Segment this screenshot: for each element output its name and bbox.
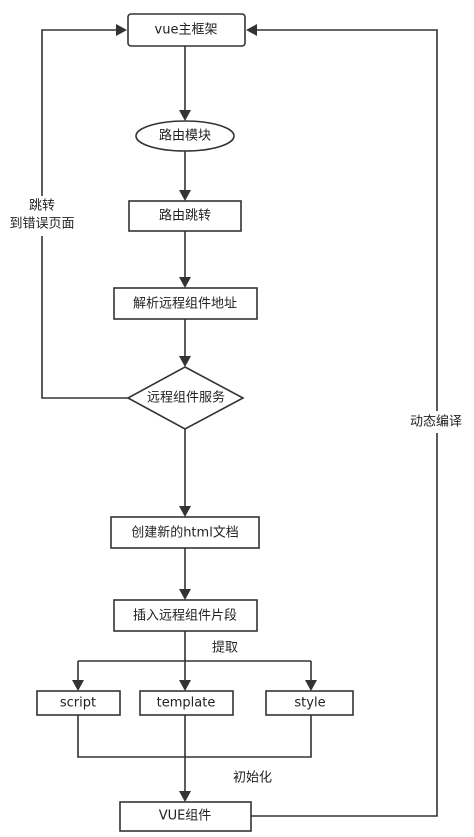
node-style: style — [265, 690, 354, 716]
node-insert-fragment-label: 插入远程组件片段 — [133, 609, 237, 624]
label-error-jump-line1: 跳转 — [29, 199, 55, 214]
node-script-label: script — [60, 696, 96, 711]
arrowhead-error-jump — [116, 24, 127, 36]
arrowhead-parse-address — [179, 277, 191, 288]
arrowhead-script — [72, 680, 84, 691]
node-create-html-label: 创建新的html文档 — [131, 525, 239, 541]
label-initialize: 初始化 — [233, 771, 272, 786]
edge-labels: 跳转 到错误页面 动态编译 提取 初始化 — [4, 196, 470, 786]
node-router-module: 路由模块 — [135, 120, 235, 152]
node-vue-frame-label: vue主框架 — [155, 23, 218, 38]
node-create-html: 创建新的html文档 — [110, 516, 260, 549]
node-router-jump: 路由跳转 — [128, 200, 242, 232]
node-parse-address: 解析远程组件地址 — [113, 287, 258, 320]
arrowhead-style — [305, 680, 317, 691]
node-template-label: template — [157, 696, 216, 711]
node-router-jump-label: 路由跳转 — [159, 208, 211, 224]
arrowhead-create-html — [179, 506, 191, 517]
node-template: template — [139, 690, 234, 716]
node-vue-component: VUE组件 — [119, 801, 252, 832]
label-error-jump-line2: 到错误页面 — [9, 217, 74, 232]
arrowhead-dynamic-compile — [246, 24, 257, 36]
node-router-module-label: 路由模块 — [159, 128, 211, 144]
edge-script-merge — [77, 715, 185, 758]
edge-style-merge — [185, 715, 312, 758]
label-dynamic-compile: 动态编译 — [410, 415, 462, 430]
node-vue-frame: vue主框架 — [127, 13, 246, 47]
arrowhead-router-module — [179, 110, 191, 121]
node-script: script — [36, 690, 121, 716]
label-extract: 提取 — [212, 640, 238, 656]
node-remote-service-label: 远程组件服务 — [147, 390, 225, 406]
node-parse-address-label: 解析远程组件地址 — [133, 297, 237, 312]
arrowhead-router-jump — [179, 190, 191, 201]
arrowhead-vue-component — [179, 791, 191, 802]
node-remote-service: 远程组件服务 — [126, 366, 245, 430]
arrowhead-template — [179, 680, 191, 691]
arrowhead-remote-service — [179, 356, 191, 367]
node-insert-fragment: 插入远程组件片段 — [113, 599, 258, 632]
arrowhead-insert-fragment — [179, 589, 191, 600]
node-vue-component-label: VUE组件 — [159, 809, 212, 824]
node-style-label: style — [294, 696, 325, 711]
